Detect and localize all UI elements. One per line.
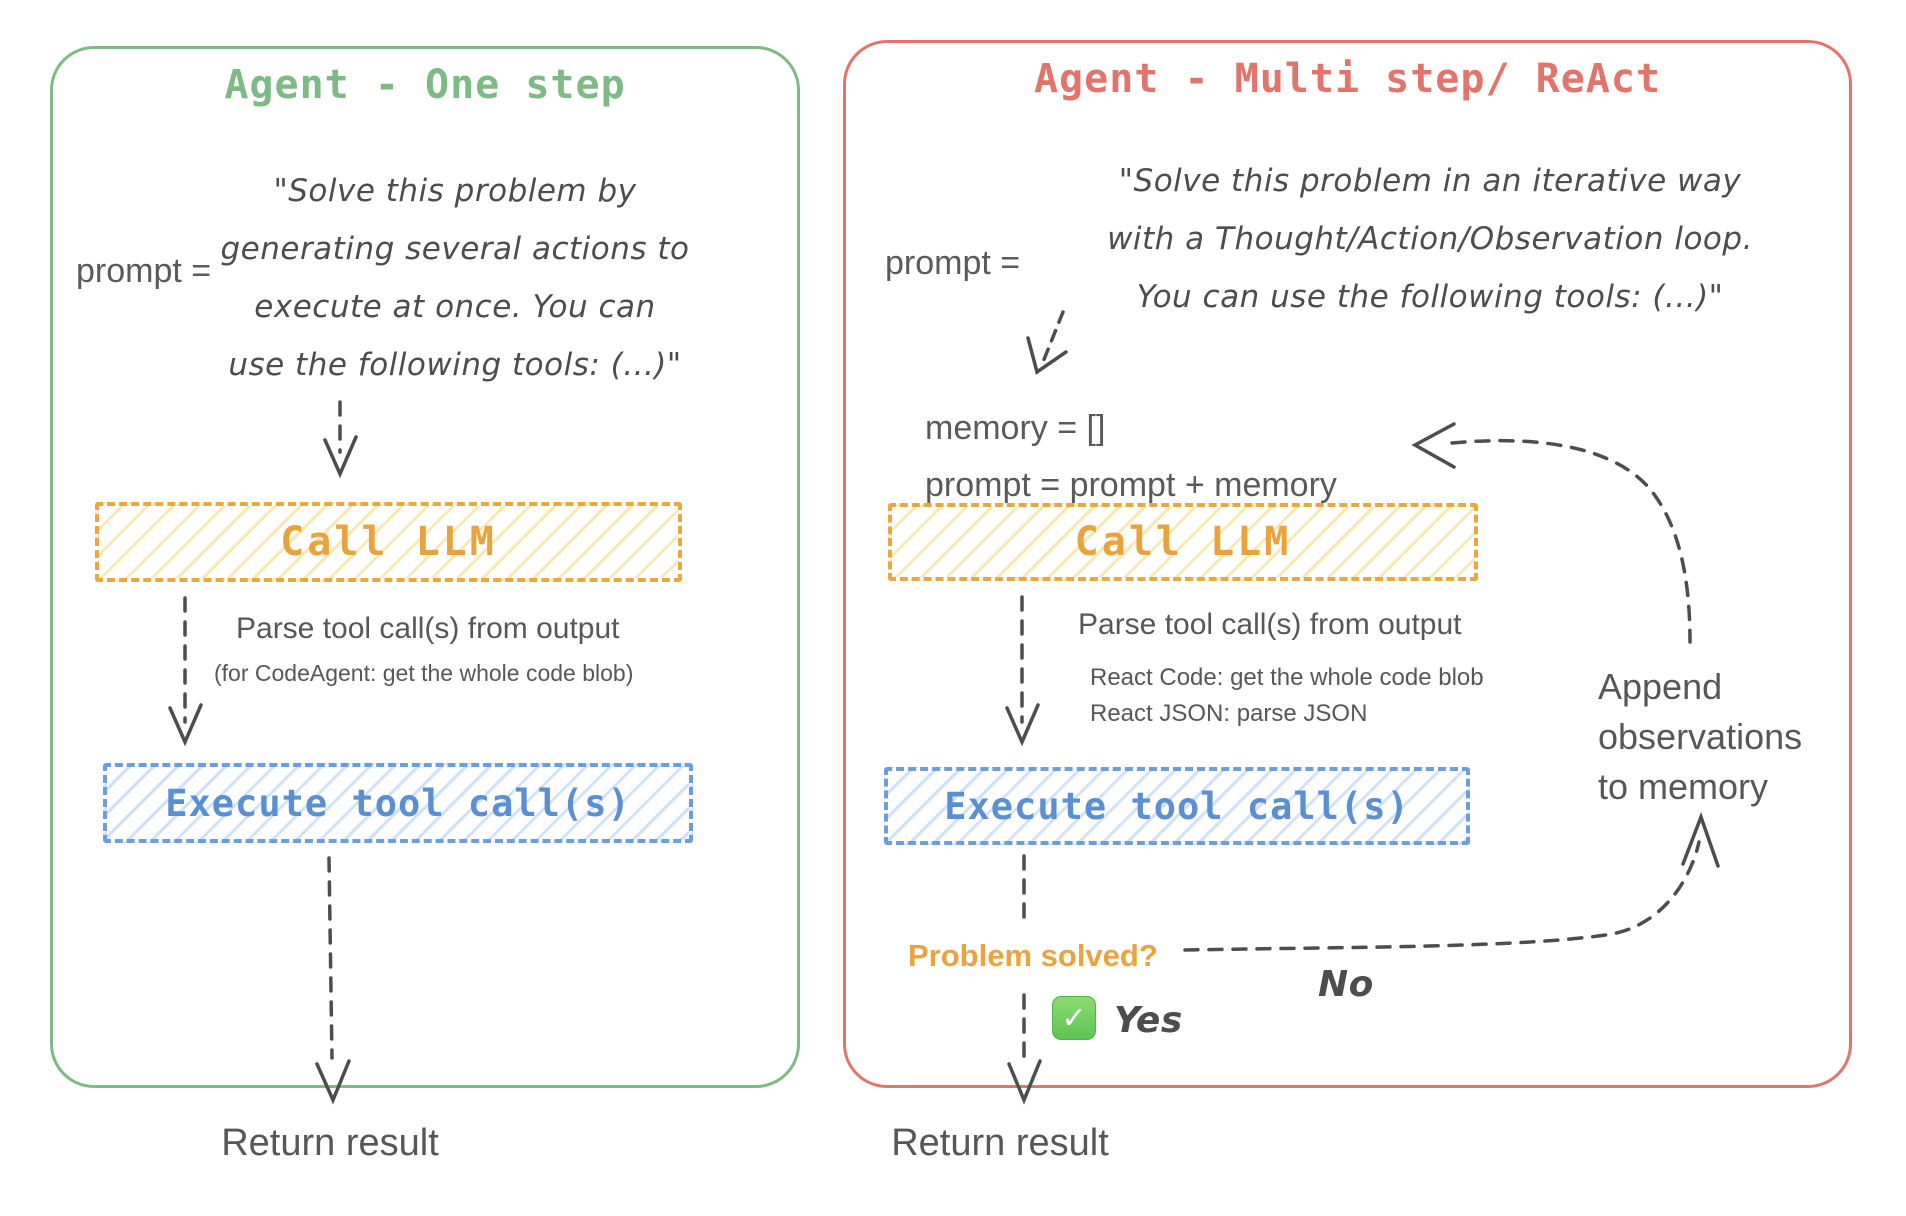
quote-line: with a Thought/Action/Observation loop.	[1107, 221, 1753, 257]
right-parse-sub2: React JSON: parse JSON	[1090, 700, 1368, 727]
one-step-title: Agent - One step	[224, 62, 626, 108]
left-execute-box: Execute tool call(s)	[103, 763, 693, 843]
append-line: to memory	[1598, 766, 1769, 807]
prompt-update-line: prompt = prompt + memory	[925, 466, 1337, 504]
problem-solved-text: Problem solved?	[908, 938, 1158, 973]
quote-line: generating several actions to	[220, 231, 690, 267]
no-label: No	[1318, 964, 1374, 1005]
yes-label: Yes	[1114, 1000, 1183, 1041]
right-call-llm-label: Call LLM	[1074, 519, 1292, 565]
left-prompt-quote: "Solve this problem by generating severa…	[190, 162, 720, 394]
one-step-panel	[50, 46, 800, 1088]
append-line: observations	[1598, 716, 1803, 757]
quote-line: "Solve this problem in an iterative way	[1118, 163, 1742, 199]
left-call-llm-label: Call LLM	[280, 519, 497, 565]
left-prompt-label: prompt =	[76, 252, 212, 290]
left-return-result: Return result	[221, 1122, 439, 1164]
right-call-llm-box: Call LLM	[888, 503, 1478, 581]
right-execute-box: Execute tool call(s)	[884, 767, 1470, 845]
quote-line: use the following tools: (...)"	[228, 347, 682, 383]
right-prompt-quote: "Solve this problem in an iterative way …	[1030, 152, 1830, 326]
right-execute-label: Execute tool call(s)	[944, 784, 1410, 828]
check-glyph: ✓	[1061, 1000, 1087, 1036]
quote-line: "Solve this problem by	[273, 173, 637, 209]
right-return-result: Return result	[891, 1122, 1109, 1164]
left-parse-text: Parse tool call(s) from output	[236, 612, 620, 645]
right-prompt-label: prompt =	[885, 244, 1021, 282]
left-call-llm-box: Call LLM	[95, 502, 682, 582]
memory-line: memory = []	[925, 409, 1106, 447]
memory-init-text: memory = [] prompt = prompt + memory	[925, 400, 1337, 514]
left-parse-subtext: (for CodeAgent: get the whole code blob)	[214, 660, 634, 686]
multi-step-title: Agent - Multi step/ ReAct	[1033, 56, 1662, 102]
append-observations-text: Append observations to memory	[1598, 662, 1802, 812]
quote-line: You can use the following tools: (...)"	[1136, 279, 1724, 315]
right-parse-text: Parse tool call(s) from output	[1078, 608, 1462, 641]
append-line: Append	[1598, 666, 1723, 707]
check-emoji-icon: ✓	[1052, 996, 1096, 1040]
quote-line: execute at once. You can	[254, 289, 656, 325]
right-parse-sub1: React Code: get the whole code blob	[1090, 664, 1484, 691]
left-execute-label: Execute tool call(s)	[165, 781, 631, 825]
multi-step-panel	[843, 40, 1852, 1088]
